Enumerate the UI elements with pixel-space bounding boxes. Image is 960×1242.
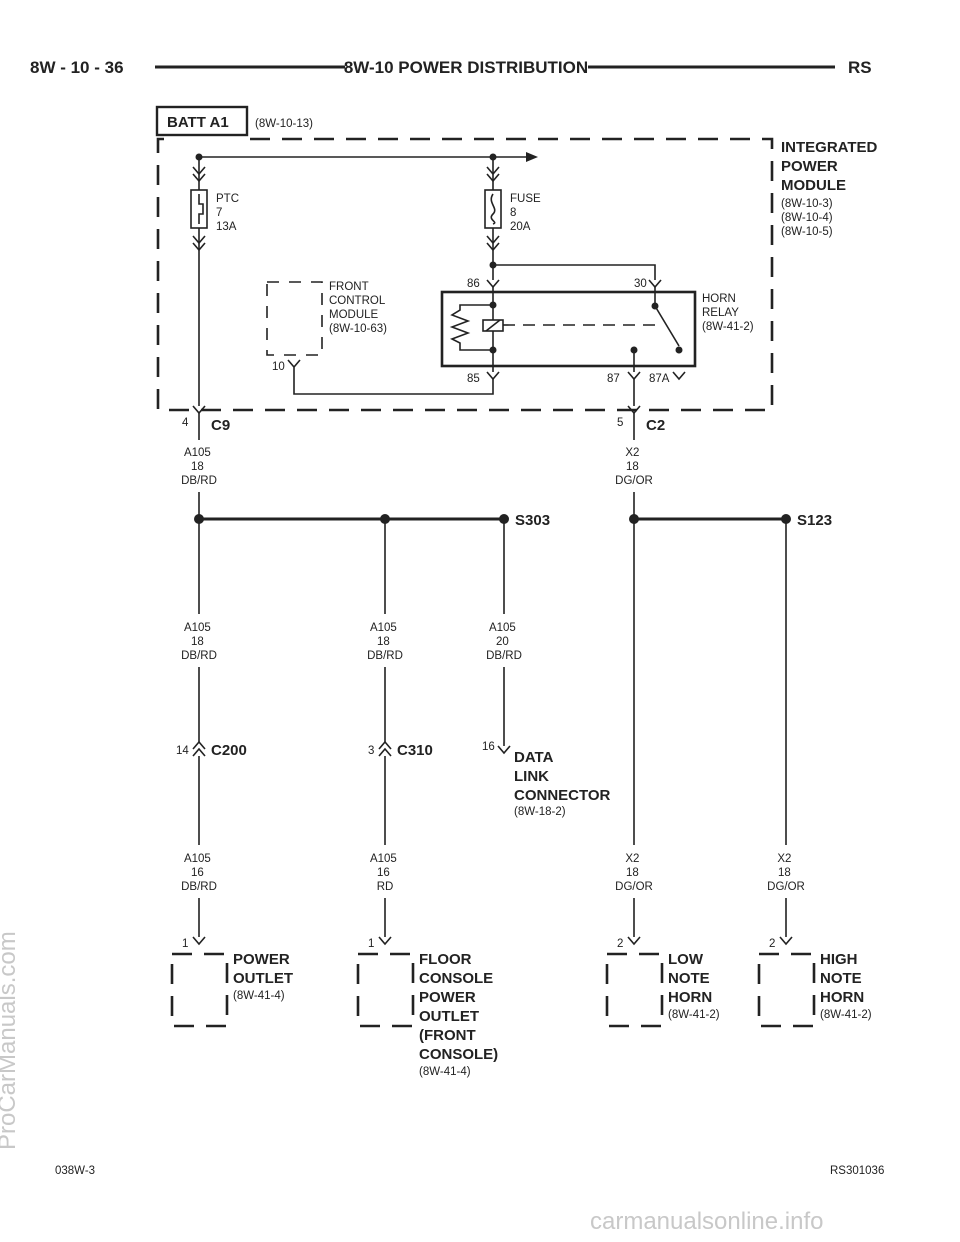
fcm-horn-control-wire xyxy=(287,359,494,395)
s303-label: S303 xyxy=(515,512,550,529)
fuse-8 xyxy=(484,157,656,280)
low-horn-box xyxy=(605,952,664,1028)
bus-arrow-icon xyxy=(526,152,538,162)
power-outlet-box xyxy=(170,952,229,1028)
high-horn-label: HIGH NOTE HORN xyxy=(820,951,866,1006)
wire-label-x2-c2: X2 18 DG/OR xyxy=(615,447,653,487)
batt-ref: (8W-10-13) xyxy=(255,118,313,130)
low-horn-ref: (8W-41-2) xyxy=(668,1009,720,1021)
vehicle-code: RS xyxy=(848,58,872,77)
high-horn-box xyxy=(757,952,816,1028)
fcm-pin: 10 xyxy=(272,361,285,373)
floor-console-label: FLOOR CONSOLE POWER OUTLET (FRONT CONSOL… xyxy=(419,951,498,1063)
wire-label-w9: X2 18 DG/OR xyxy=(767,853,805,893)
page-header: 8W - 10 - 36 8W-10 POWER DISTRIBUTION RS xyxy=(30,58,872,77)
c310-connector-icon xyxy=(378,740,392,757)
low-horn-label: LOW NOTE HORN xyxy=(668,951,714,1006)
high-horn-ref: (8W-41-2) xyxy=(820,1009,872,1021)
relay-pin-85: 85 xyxy=(467,373,480,385)
high-horn-pin-icon xyxy=(779,936,793,946)
page-title: 8W-10 POWER DISTRIBUTION xyxy=(344,58,588,77)
ipm-label: INTEGRATED POWER MODULE xyxy=(781,139,882,194)
footer-right: RS301036 xyxy=(830,1165,884,1177)
c310-name: C310 xyxy=(397,742,433,759)
c200-connector-icon xyxy=(192,740,206,757)
power-outlet-label: POWER OUTLET xyxy=(233,951,294,987)
ipm-boundary xyxy=(156,137,774,412)
low-horn-pin-icon xyxy=(627,936,641,946)
relay-switch xyxy=(627,279,686,406)
batt-box xyxy=(155,105,249,137)
relay-label: HORN RELAY (8W-41-2) xyxy=(702,293,754,333)
c2-name: C2 xyxy=(646,417,665,434)
fcm-label: FRONT CONTROL MODULE (8W-10-63) xyxy=(329,281,388,335)
power-outlet-pin-icon xyxy=(192,936,206,946)
c2-pin: 5 xyxy=(617,417,623,429)
fuse-label: FUSE 8 20A xyxy=(510,193,544,233)
dlc-pin: 16 xyxy=(482,741,495,753)
high-horn-pin: 2 xyxy=(769,938,775,950)
floor-console-ref: (8W-41-4) xyxy=(419,1066,471,1078)
horn-relay-box xyxy=(440,290,697,368)
c200-pin: 14 xyxy=(176,745,189,757)
watermark-vertical: ProCarManuals.com xyxy=(0,931,21,1150)
batt-label: BATT A1 xyxy=(167,114,229,131)
dlc-connector-icon xyxy=(497,745,511,755)
relay-pin-30: 30 xyxy=(634,278,647,290)
floor-console-box xyxy=(356,952,415,1028)
wire-label-w7: A105 16 RD xyxy=(370,853,400,893)
splice-s303 xyxy=(194,514,509,524)
c9-name: C9 xyxy=(211,417,230,434)
c310-pin: 3 xyxy=(368,745,374,757)
wire-label-w4: A105 18 DB/RD xyxy=(367,622,403,662)
c200-name: C200 xyxy=(211,742,247,759)
wire-label-w8: X2 18 DG/OR xyxy=(615,853,653,893)
floor-console-pin: 1 xyxy=(368,938,374,950)
dlc-ref: (8W-18-2) xyxy=(514,806,566,818)
c9-pin: 4 xyxy=(182,417,189,429)
power-outlet-pin: 1 xyxy=(182,938,188,950)
splice-s123 xyxy=(629,514,791,524)
relay-coil xyxy=(449,279,655,381)
fcm-boundary xyxy=(266,281,323,356)
s123-label: S123 xyxy=(797,512,832,529)
power-outlet-ref: (8W-41-4) xyxy=(233,990,285,1002)
dlc-label: DATA LINK CONNECTOR xyxy=(514,749,611,804)
ipm-refs: (8W-10-3) (8W-10-4) (8W-10-5) xyxy=(781,198,836,238)
relay-pin-87: 87 xyxy=(607,373,620,385)
low-horn-pin: 2 xyxy=(617,938,623,950)
wire-label-a105-c9: A105 18 DB/RD xyxy=(181,447,217,487)
wire-label-w5: A105 20 DB/RD xyxy=(486,622,522,662)
relay-pin-86: 86 xyxy=(467,278,480,290)
watermark-bottom: carmanualsonline.info xyxy=(590,1208,824,1235)
floor-console-pin-icon xyxy=(378,936,392,946)
ptc-label: PTC 7 13A xyxy=(216,193,242,233)
footer-left: 038W-3 xyxy=(55,1165,95,1177)
wire-label-w3: A105 18 DB/RD xyxy=(181,622,217,662)
relay-pin-87a: 87A xyxy=(649,373,670,385)
ptc-7 xyxy=(190,157,208,406)
wire-label-w6: A105 16 DB/RD xyxy=(181,853,217,893)
page-ref: 8W - 10 - 36 xyxy=(30,58,124,77)
